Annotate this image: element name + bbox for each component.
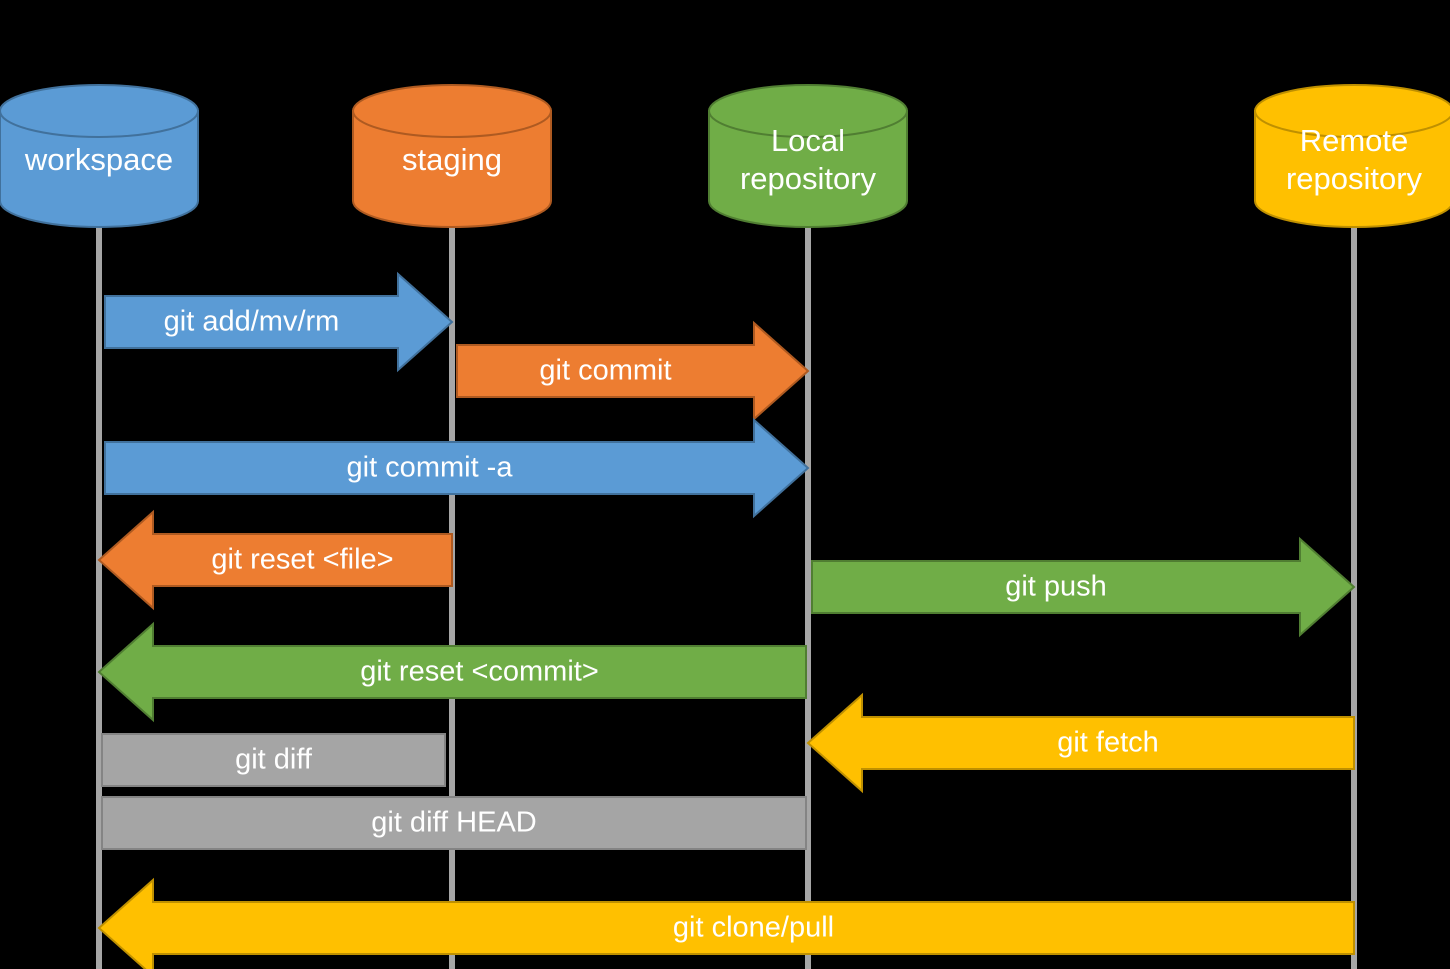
- cylinder-top-remote-repository: [1254, 84, 1450, 138]
- node-label-workspace: workspace: [24, 142, 173, 177]
- node-label-line2-local-repository: repository: [740, 161, 877, 196]
- cylinder-body-workspace: [0, 110, 199, 228]
- flows-layer: git add/mv/rm git commit git commit -a git …: [97, 271, 1356, 969]
- cylinder-top-local-repository: [708, 84, 908, 138]
- flow-label-git-commit-a: git commit -a: [347, 452, 514, 484]
- flow-label-git-reset-commit: git reset <commit>: [360, 656, 599, 688]
- node-label-line1-local-repository: Local: [771, 123, 845, 158]
- cylinder-body-staging: [352, 110, 552, 228]
- flow-shape-git-reset-file[interactable]: [97, 509, 453, 611]
- flow-label-git-clone-pull: git clone/pull: [673, 912, 834, 944]
- flow-shape-git-commit-a[interactable]: [104, 417, 810, 519]
- node-label-line2-remote-repository: repository: [1286, 161, 1423, 196]
- cylinder-top-workspace: [0, 84, 199, 138]
- flow-git-diff[interactable]: git diff: [101, 733, 446, 787]
- flow-git-commit-a[interactable]: git commit -a: [104, 417, 810, 519]
- flow-git-fetch[interactable]: git fetch: [806, 692, 1355, 794]
- node-label-line1-remote-repository: Remote: [1300, 123, 1409, 158]
- flow-git-reset-commit[interactable]: git reset <commit>: [97, 621, 807, 723]
- flow-git-push[interactable]: git push: [811, 536, 1356, 638]
- node-label-staging: staging: [402, 142, 502, 177]
- cylinder-body-local-repository: [708, 110, 908, 228]
- flow-label-git-reset-file: git reset <file>: [211, 544, 393, 576]
- node-workspace[interactable]: workspace: [0, 84, 199, 228]
- flow-shape-git-diff-head[interactable]: [101, 796, 807, 850]
- flow-label-git-diff: git diff: [235, 744, 313, 776]
- cylinder-body-remote-repository: [1254, 110, 1450, 228]
- flow-shape-git-commit[interactable]: [456, 320, 810, 422]
- flow-shape-git-fetch[interactable]: [806, 692, 1355, 794]
- flow-label-git-diff-head: git diff HEAD: [371, 807, 536, 839]
- flow-label-git-fetch: git fetch: [1057, 727, 1159, 759]
- flow-shape-git-clone-pull[interactable]: [97, 877, 1355, 969]
- flow-git-commit[interactable]: git commit: [456, 320, 810, 422]
- cylinder-top-staging: [352, 84, 552, 138]
- flow-git-clone-pull[interactable]: git clone/pull: [97, 877, 1355, 969]
- flow-shape-git-push[interactable]: [811, 536, 1356, 638]
- flow-git-reset-file[interactable]: git reset <file>: [97, 509, 453, 611]
- flow-git-add-mv-rm[interactable]: git add/mv/rm: [104, 271, 454, 373]
- flow-git-diff-head[interactable]: git diff HEAD: [101, 796, 807, 850]
- node-staging[interactable]: staging: [352, 84, 552, 228]
- flow-shape-git-add-mv-rm[interactable]: [104, 271, 454, 373]
- flow-shape-git-diff[interactable]: [101, 733, 446, 787]
- flow-label-git-commit: git commit: [539, 355, 671, 387]
- flow-label-git-add-mv-rm: git add/mv/rm: [164, 306, 340, 338]
- flow-shape-git-reset-commit[interactable]: [97, 621, 807, 723]
- flow-label-git-push: git push: [1005, 571, 1107, 603]
